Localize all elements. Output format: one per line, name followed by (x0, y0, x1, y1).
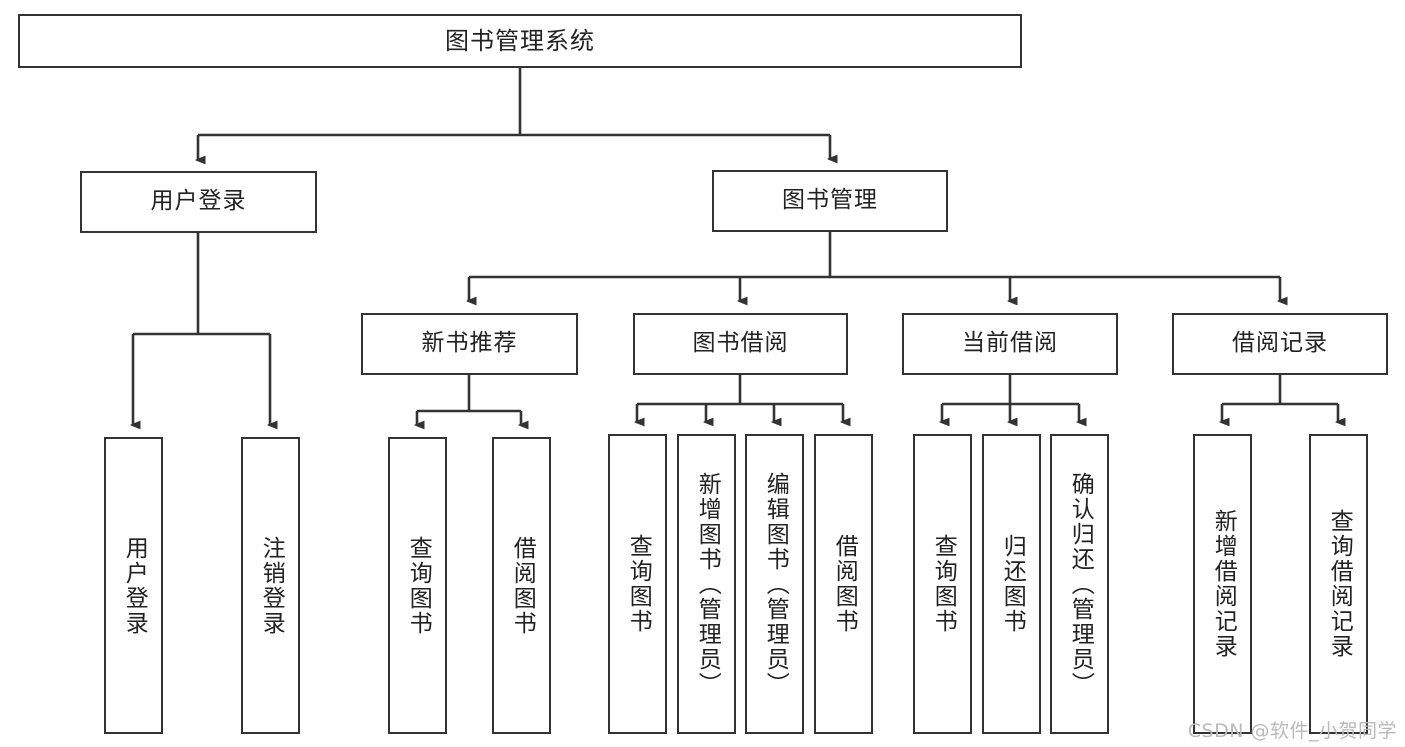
node-label: 用户登录 (150, 188, 247, 215)
node-label: 当前借阅 (962, 330, 1058, 357)
node-label: 用户登录 (121, 535, 148, 636)
leaf-current-query-book[interactable]: 查询图书 (913, 434, 972, 734)
node-label: 新增图书（管理员） (694, 471, 721, 697)
leaf-borrow-query-book[interactable]: 查询图书 (608, 434, 667, 734)
leaf-new-book-borrow[interactable]: 借阅图书 (492, 437, 551, 734)
node-label: 新增借阅记录 (1210, 509, 1237, 659)
node-label: 查询图书 (405, 535, 432, 636)
node-label: 新书推荐 (421, 330, 518, 357)
node-label: 归还图书 (999, 534, 1026, 634)
node-label: 图书借阅 (692, 330, 789, 357)
leaf-borrow-add-book-admin[interactable]: 新增图书（管理员） (677, 434, 736, 734)
node-label: 图书管理 (782, 187, 878, 214)
node-current-borrow[interactable]: 当前借阅 (902, 313, 1118, 375)
node-root-system[interactable]: 图书管理系统 (18, 14, 1022, 68)
leaf-borrow-edit-book-admin[interactable]: 编辑图书（管理员） (745, 434, 804, 734)
leaf-user-login-signout[interactable]: 注销登录 (241, 437, 300, 734)
node-label: 查询借阅记录 (1326, 509, 1353, 659)
node-label: 借阅图书 (509, 535, 536, 636)
node-new-book-recommend[interactable]: 新书推荐 (361, 313, 578, 375)
node-label: 编辑图书（管理员） (762, 471, 789, 697)
node-book-management[interactable]: 图书管理 (712, 170, 948, 232)
node-label: 确认归还（管理员） (1067, 471, 1094, 697)
leaf-borrow-borrow-book[interactable]: 借阅图书 (814, 434, 873, 734)
leaf-current-confirm-return-admin[interactable]: 确认归还（管理员） (1050, 434, 1109, 734)
node-book-borrow[interactable]: 图书借阅 (633, 313, 848, 375)
leaf-current-return-book[interactable]: 归还图书 (982, 434, 1041, 734)
node-borrow-record[interactable]: 借阅记录 (1172, 313, 1388, 375)
leaf-user-login-signin[interactable]: 用户登录 (104, 437, 163, 734)
node-label: 借阅图书 (831, 534, 858, 634)
leaf-record-query-record[interactable]: 查询借阅记录 (1309, 434, 1368, 734)
node-label: 注销登录 (258, 535, 285, 636)
node-label: 图书管理系统 (445, 26, 595, 55)
node-label: 借阅记录 (1232, 330, 1328, 357)
leaf-record-add-record[interactable]: 新增借阅记录 (1193, 434, 1252, 734)
node-user-login[interactable]: 用户登录 (80, 171, 317, 233)
leaf-new-book-query[interactable]: 查询图书 (388, 437, 447, 734)
node-label: 查询图书 (625, 534, 652, 634)
watermark-text: CSDN @软件_小贺同学 (1187, 720, 1397, 742)
node-label: 查询图书 (930, 534, 957, 634)
